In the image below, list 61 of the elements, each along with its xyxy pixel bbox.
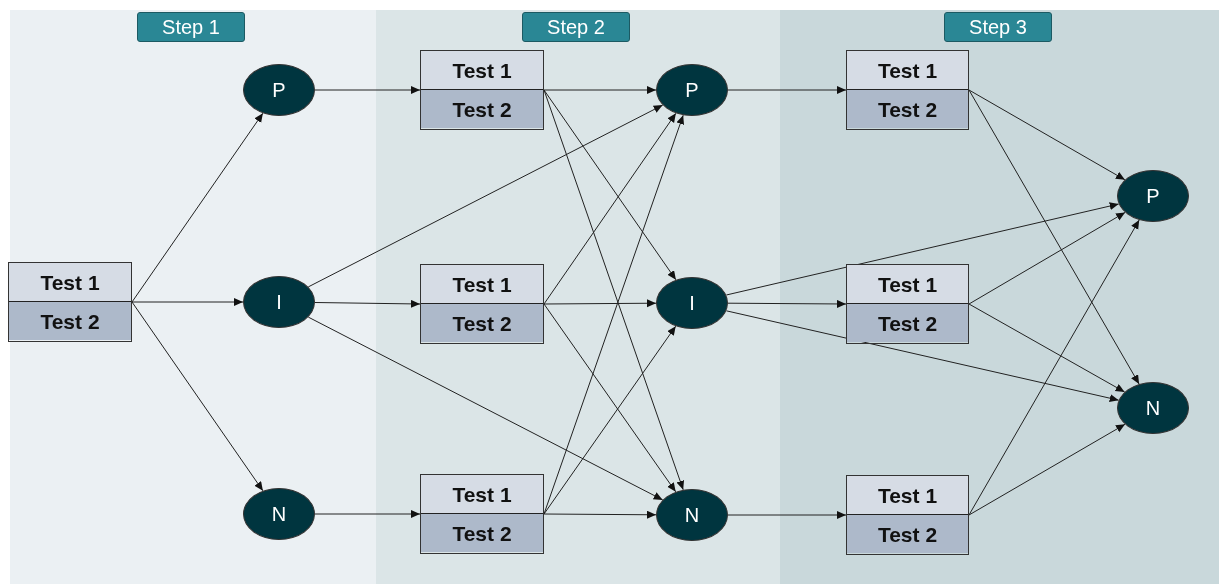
- result-circle: N: [1117, 382, 1189, 434]
- test-box: [846, 475, 969, 555]
- arrow: [725, 202, 1120, 296]
- test-label: Test 1: [847, 51, 968, 90]
- test-box: [420, 474, 544, 554]
- arrow: [543, 303, 677, 493]
- result-circle: I: [656, 277, 728, 329]
- test-box: [420, 264, 544, 344]
- arrow: [725, 310, 1120, 403]
- arrow: [727, 511, 847, 519]
- arrow: [727, 299, 847, 308]
- arrow: [314, 299, 421, 308]
- test-label: Test 2: [421, 304, 543, 342]
- step-band: [780, 10, 1219, 584]
- arrow: [968, 423, 1126, 516]
- arrow: [543, 89, 677, 281]
- test-label: Test 2: [421, 90, 543, 128]
- test-label: Test 1: [421, 475, 543, 514]
- test-label: Test 1: [847, 265, 968, 304]
- arrow: [968, 303, 1126, 393]
- arrow: [727, 86, 847, 94]
- step-band: [10, 10, 376, 584]
- test-label: Test 2: [847, 515, 968, 553]
- result-circle: P: [656, 64, 728, 116]
- result-circle: I: [243, 276, 315, 328]
- step-badge: Step 1: [137, 12, 245, 42]
- arrow: [131, 298, 244, 306]
- step-badge: Step 2: [522, 12, 630, 42]
- arrow: [543, 325, 677, 515]
- result-circle: N: [656, 489, 728, 541]
- arrow: [968, 89, 1140, 385]
- arrow: [131, 301, 264, 492]
- result-circle: P: [243, 64, 315, 116]
- step-badge: Step 3: [944, 12, 1052, 42]
- arrow: [543, 112, 677, 305]
- arrow: [543, 86, 657, 94]
- arrow: [968, 219, 1140, 516]
- arrow: [968, 211, 1126, 305]
- test-label: Test 1: [847, 476, 968, 515]
- result-circle: N: [243, 488, 315, 540]
- arrow: [543, 510, 657, 519]
- test-label: Test 2: [847, 90, 968, 128]
- test-label: Test 2: [847, 304, 968, 342]
- arrow: [314, 86, 421, 94]
- step-band: [376, 10, 780, 584]
- test-label: Test 1: [421, 265, 543, 304]
- test-label: Test 1: [421, 51, 543, 90]
- test-label: Test 2: [9, 302, 131, 340]
- arrow: [307, 104, 664, 288]
- arrow: [131, 112, 264, 303]
- test-box: [846, 50, 969, 130]
- arrow: [307, 316, 664, 501]
- test-box: [846, 264, 969, 344]
- test-box: [420, 50, 544, 130]
- result-circle: P: [1117, 170, 1189, 222]
- test-label: Test 1: [9, 263, 131, 302]
- arrow: [314, 510, 421, 518]
- arrow: [968, 89, 1126, 181]
- arrow: [543, 299, 657, 308]
- test-box: [8, 262, 132, 342]
- test-label: Test 2: [421, 514, 543, 552]
